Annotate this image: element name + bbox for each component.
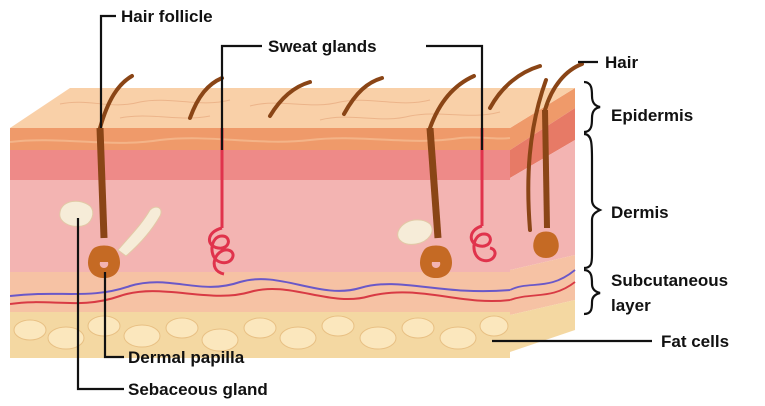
label-sebaceous-gland: Sebaceous gland [128, 380, 268, 399]
label-dermal-papilla: Dermal papilla [128, 348, 245, 367]
label-epidermis: Epidermis [611, 106, 693, 125]
bracket-dermis [584, 134, 600, 268]
front-face [10, 128, 510, 358]
label-sweat-glands: Sweat glands [268, 37, 377, 56]
bracket-subcutaneous [584, 270, 600, 314]
label-fat-cells: Fat cells [661, 332, 729, 351]
label-hair-follicle: Hair follicle [121, 7, 213, 26]
label-hair: Hair [605, 53, 638, 72]
epidermis-band [10, 128, 510, 150]
label-dermis: Dermis [611, 203, 669, 222]
bracket-epidermis [584, 82, 600, 132]
subcutaneous-layer [10, 272, 510, 312]
label-layer: layer [611, 296, 651, 315]
label-subcutaneous: Subcutaneous [611, 271, 728, 290]
